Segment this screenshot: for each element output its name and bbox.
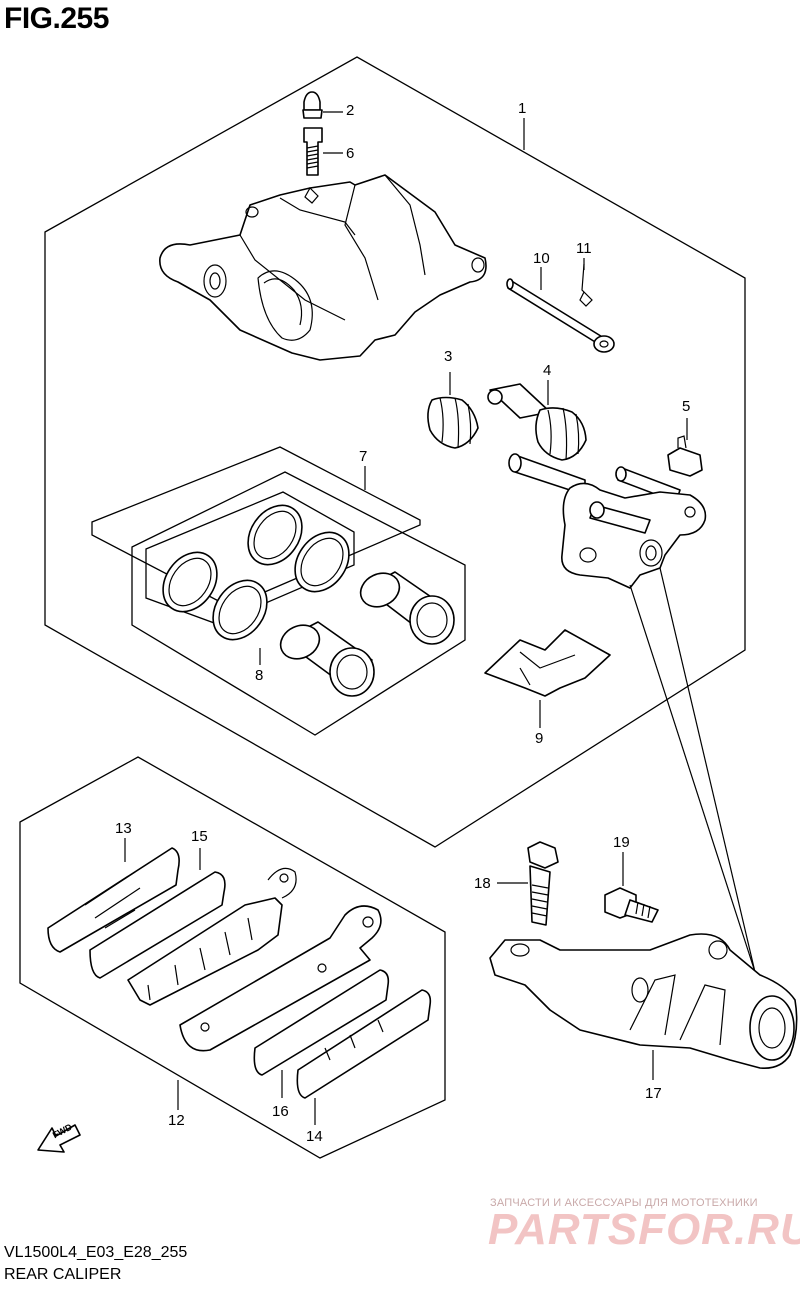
brake-pad-13: [47, 847, 180, 953]
caliper-bracket-plate: [561, 482, 707, 589]
piston-upper: [359, 571, 455, 645]
brake-pad-16-shim: [179, 905, 382, 1052]
pad-set-boundary: [19, 756, 446, 1159]
piston-lower: [279, 621, 375, 697]
caliper-assembly-boundary: [44, 56, 746, 848]
callout-16: 16: [272, 1103, 289, 1120]
seal-kit-box-8: [131, 471, 466, 736]
brake-pad-16: [253, 969, 390, 1076]
brake-pad-15: [89, 871, 226, 979]
caliper-body: [159, 174, 487, 361]
callout-1: 1: [518, 100, 527, 117]
bolt-18: [527, 841, 559, 926]
callout-3: 3: [444, 348, 453, 365]
bleeder-cap: [302, 91, 323, 119]
fwd-arrow-icon: [37, 1124, 81, 1153]
pad-pin: [506, 278, 615, 353]
figure-title: FIG.255: [4, 2, 109, 35]
callout-2: 2: [346, 102, 355, 119]
watermark-brand: PARTSFOR.RU: [488, 1205, 800, 1254]
brake-pad-backing-plate: [127, 867, 297, 1006]
watermark-tagline: ЗАПЧАСТИ И АКСЕССУАРЫ ДЛЯ МОТОТЕХНИКИ: [490, 1197, 758, 1209]
callout-15: 15: [191, 828, 208, 845]
seal-kit-box-7: [91, 446, 421, 608]
callout-18: 18: [474, 875, 491, 892]
callout-14: 14: [306, 1128, 323, 1145]
brake-pad-14: [296, 989, 432, 1099]
callout-11: 11: [576, 240, 592, 257]
callout-5: 5: [682, 398, 691, 415]
callout-7: 7: [359, 448, 368, 465]
callout-19: 19: [613, 834, 630, 851]
callout-17: 17: [645, 1085, 662, 1102]
piston-seal-rings: [162, 504, 350, 641]
callout-10: 10: [533, 250, 550, 267]
callout-9: 9: [535, 730, 544, 747]
callout-6: 6: [346, 145, 355, 162]
pad-spring-5: [667, 435, 703, 477]
dust-boot-4: [535, 407, 587, 461]
pad-spring-9: [484, 629, 611, 697]
callout-4: 4: [543, 362, 552, 379]
pad-pin-clip: [579, 263, 593, 307]
callout-8: 8: [255, 667, 264, 684]
bleeder-valve: [303, 127, 323, 176]
callout-13: 13: [115, 820, 132, 837]
model-code: VL1500L4_E03_E28_255: [4, 1244, 188, 1261]
figure-caption: REAR CALIPER: [4, 1266, 122, 1283]
seal-set-inner: [145, 491, 355, 625]
callout-12: 12: [168, 1112, 185, 1129]
caliper-bracket-17: [489, 933, 798, 1070]
bolt-19: [604, 887, 659, 923]
dust-boot-3: [427, 396, 479, 449]
